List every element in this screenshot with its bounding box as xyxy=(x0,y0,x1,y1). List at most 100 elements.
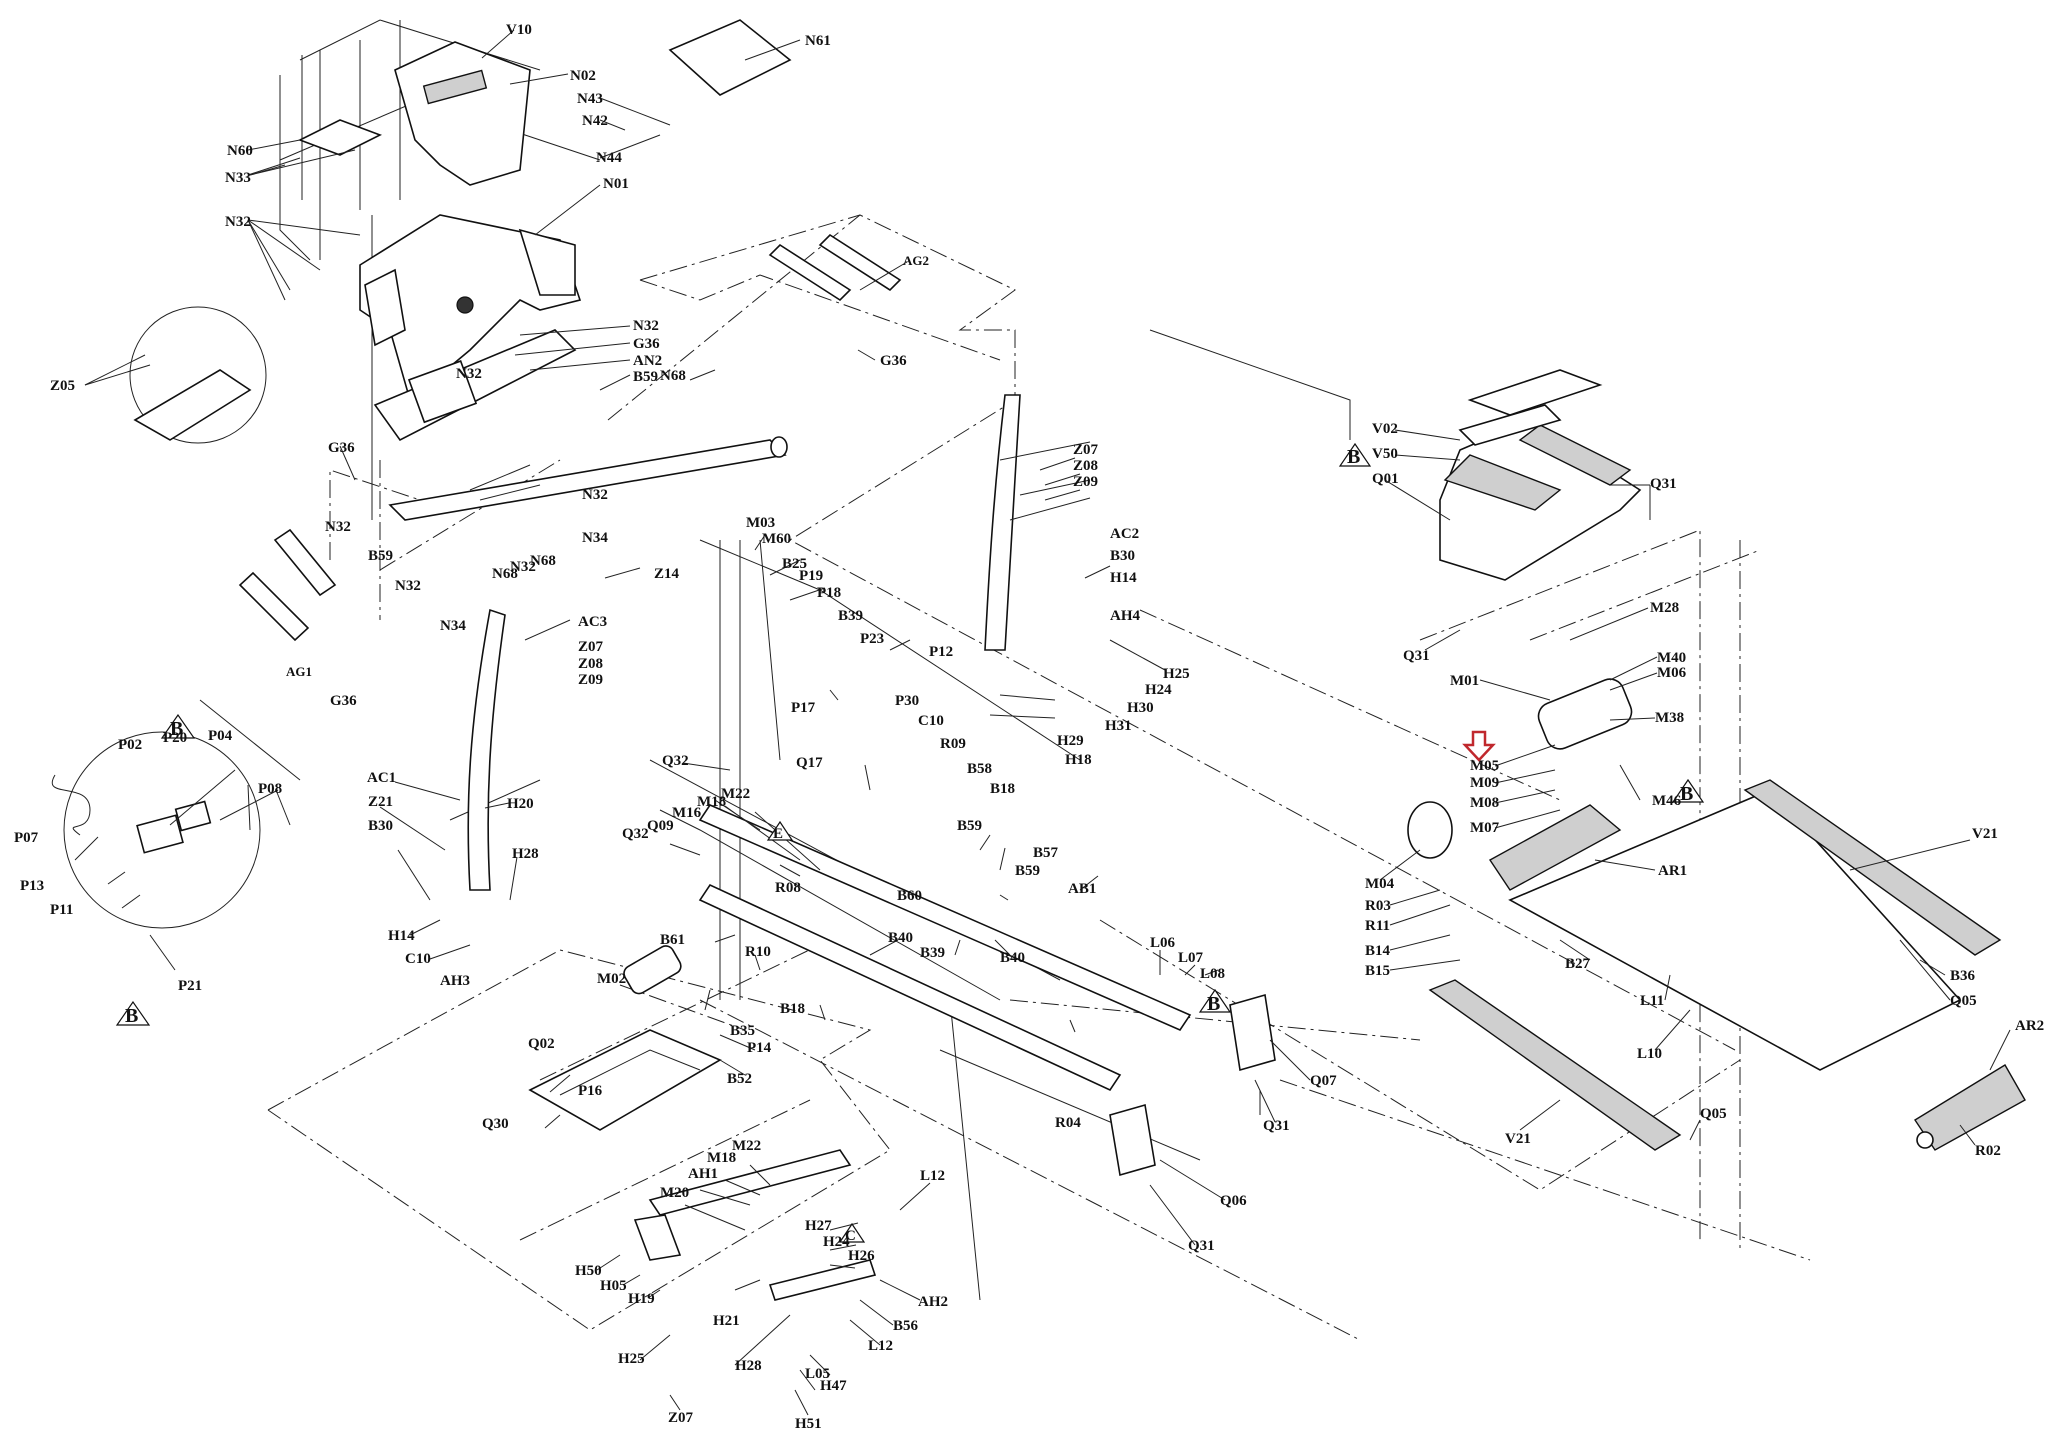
label-Q01: Q01 xyxy=(1372,471,1399,487)
label-M02: M02 xyxy=(597,971,626,987)
label-N32c: N32 xyxy=(456,366,482,382)
label-N44: N44 xyxy=(596,150,622,166)
label-L06: L06 xyxy=(1150,935,1176,951)
label-B15: B15 xyxy=(1365,963,1390,979)
label-L11: L11 xyxy=(1640,993,1664,1009)
label-B59a: B59 xyxy=(633,369,658,385)
label-B39a: B39 xyxy=(838,608,863,624)
label-AG1: AG1 xyxy=(286,664,312,679)
label-P16: P16 xyxy=(578,1083,603,1099)
label-B30b: B30 xyxy=(368,818,393,834)
label-L10: L10 xyxy=(1637,1046,1662,1062)
label-M05: M05 xyxy=(1470,758,1499,774)
label-Z21: Z21 xyxy=(368,794,393,810)
label-AH3: AH3 xyxy=(440,973,470,989)
label-M20: M20 xyxy=(660,1185,689,1201)
label-H20: H20 xyxy=(507,796,534,812)
label-B39b: B39 xyxy=(920,945,945,961)
label-G36a: G36 xyxy=(633,336,660,352)
label-R08: R08 xyxy=(775,880,801,896)
label-Q09: Q09 xyxy=(647,818,674,834)
marker-b-4: B xyxy=(1347,446,1360,468)
label-AH4: AH4 xyxy=(1110,608,1141,624)
label-P07: P07 xyxy=(14,830,39,846)
label-G36b: G36 xyxy=(880,353,907,369)
reference-markers: B B B B B E C xyxy=(115,442,1705,1244)
label-P04: P04 xyxy=(208,728,233,744)
label-AB1: AB1 xyxy=(1068,881,1096,897)
label-N43: N43 xyxy=(577,91,603,107)
label-Z14: Z14 xyxy=(654,566,680,582)
label-M40: M40 xyxy=(1657,650,1686,666)
label-N32f: N32 xyxy=(395,578,421,594)
label-M18a: M18 xyxy=(697,794,726,810)
label-H05: H05 xyxy=(600,1278,627,1294)
label-M03: M03 xyxy=(746,515,775,531)
label-L08: L08 xyxy=(1200,966,1225,982)
label-Q31a: Q31 xyxy=(1263,1118,1290,1134)
label-H25a: H25 xyxy=(1163,666,1190,682)
label-P02: P02 xyxy=(118,737,142,753)
label-M01: M01 xyxy=(1450,673,1479,689)
label-M60: M60 xyxy=(762,531,791,547)
label-AC2: AC2 xyxy=(1110,526,1139,542)
label-L12a: L12 xyxy=(920,1168,945,1184)
label-Q32a: Q32 xyxy=(662,753,689,769)
label-H24a: H24 xyxy=(1145,682,1172,698)
label-H21: H21 xyxy=(713,1313,740,1329)
label-Q31c: Q31 xyxy=(1650,476,1677,492)
label-P13: P13 xyxy=(20,878,44,894)
label-Q31d: Q31 xyxy=(1403,648,1430,664)
label-B14: B14 xyxy=(1365,943,1391,959)
label-P18: P18 xyxy=(817,585,841,601)
label-B57: B57 xyxy=(1033,845,1059,861)
label-B58: B58 xyxy=(967,761,992,777)
label-H24b: H24 xyxy=(823,1234,850,1250)
marker-b-5: B xyxy=(1680,783,1693,805)
label-P11: P11 xyxy=(50,902,73,918)
marker-b-3: B xyxy=(1207,993,1220,1015)
label-B36: B36 xyxy=(1950,968,1976,984)
label-Q31b: Q31 xyxy=(1188,1238,1215,1254)
label-H51: H51 xyxy=(795,1416,822,1432)
label-P17: P17 xyxy=(791,700,816,716)
label-M04: M04 xyxy=(1365,876,1395,892)
label-B61: B61 xyxy=(660,932,685,948)
label-N33: N33 xyxy=(225,170,251,186)
m05-highlight-arrow xyxy=(1462,730,1496,762)
label-M08: M08 xyxy=(1470,795,1499,811)
label-Q07: Q07 xyxy=(1310,1073,1337,1089)
label-V10: V10 xyxy=(506,22,532,38)
label-H14a: H14 xyxy=(1110,570,1137,586)
label-G36c: G36 xyxy=(328,440,355,456)
label-Q30: Q30 xyxy=(482,1116,509,1132)
label-B59b: B59 xyxy=(368,548,393,564)
label-Q17: Q17 xyxy=(796,755,823,771)
label-Q05a: Q05 xyxy=(1950,993,1977,1009)
label-Q05b: Q05 xyxy=(1700,1106,1727,1122)
label-N68b: N68 xyxy=(492,566,518,582)
label-H28b: H28 xyxy=(735,1358,762,1374)
leader-lines xyxy=(74,29,2011,1416)
label-L05: L05 xyxy=(805,1366,830,1382)
label-Z09b: Z09 xyxy=(1073,474,1098,490)
label-AH1: AH1 xyxy=(688,1166,718,1182)
label-N32a: N32 xyxy=(225,214,251,230)
label-C10b: C10 xyxy=(405,951,431,967)
label-B40b: B40 xyxy=(1000,950,1025,966)
label-Z08a: Z08 xyxy=(578,656,603,672)
label-B56: B56 xyxy=(893,1318,919,1334)
label-N61: N61 xyxy=(805,33,831,49)
marker-e: E xyxy=(773,826,783,842)
label-P19: P19 xyxy=(799,568,823,584)
label-AC1: AC1 xyxy=(367,770,396,786)
label-R04: R04 xyxy=(1055,1115,1081,1131)
label-C10a: C10 xyxy=(918,713,944,729)
label-N32b: N32 xyxy=(633,318,659,334)
label-P21: P21 xyxy=(178,978,202,994)
label-M09: M09 xyxy=(1470,775,1499,791)
label-Q02: Q02 xyxy=(528,1036,555,1052)
label-N60: N60 xyxy=(227,143,253,159)
label-Z05: Z05 xyxy=(50,378,75,394)
label-N34a: N34 xyxy=(582,530,608,546)
